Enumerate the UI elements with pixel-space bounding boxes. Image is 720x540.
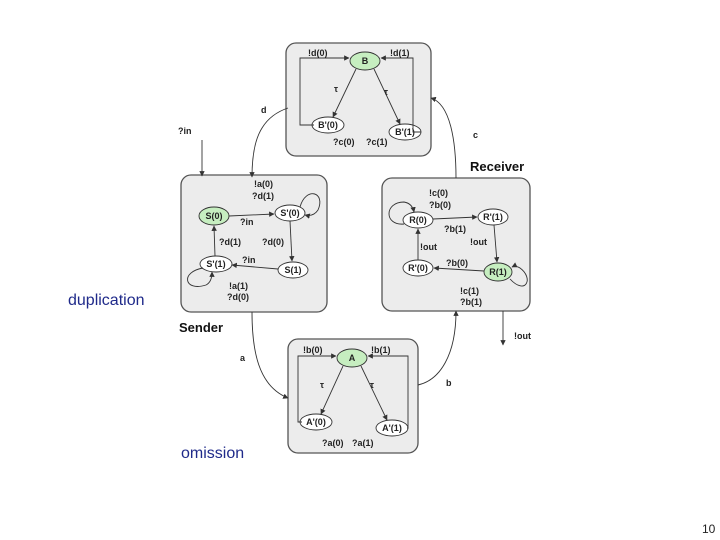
s-s1p-to-s0-arrow	[211, 225, 217, 257]
a-tau-left-arrow	[320, 365, 344, 415]
receiver-box	[381, 177, 531, 312]
state-a-initial	[336, 348, 368, 368]
b-tau-right-label: τ	[384, 87, 388, 97]
edge-b-label: b	[446, 378, 452, 388]
r-in-b0-mid-label: ?b(0)	[446, 258, 468, 268]
r-out-c0-label: !c(0)	[429, 188, 448, 198]
s-in-d1-label: ?d(1)	[252, 191, 274, 201]
edge-b	[417, 310, 459, 386]
s-in-d1-left-label: ?d(1)	[219, 237, 241, 247]
b-in0-label: ?c(0)	[333, 137, 355, 147]
state-r1p	[477, 208, 509, 226]
a-out1-label: !b(1)	[371, 345, 391, 355]
edge-a	[251, 311, 289, 399]
s-s0p-to-s1-arrow	[289, 220, 295, 262]
r-r0-selfloop	[388, 201, 416, 225]
r-out-c1-label: !c(1)	[460, 286, 479, 296]
s-in-top-label: ?in	[240, 217, 254, 227]
s-out-a1-label: !a(1)	[229, 281, 248, 291]
r-r1p-to-r1-arrow	[493, 224, 500, 263]
state-b-initial	[349, 51, 381, 71]
s-s1-to-s1p-arrow	[231, 262, 279, 270]
a-out0-label: !b(0)	[303, 345, 323, 355]
page-number: 10	[702, 522, 716, 536]
a-out0-arrow	[297, 353, 337, 423]
r-out-left-label: !out	[420, 242, 437, 252]
state-r0p-label: R'(0)	[408, 263, 428, 273]
s-in-d0-label: ?d(0)	[262, 237, 284, 247]
duplication-annotation: duplication	[68, 292, 145, 309]
edge-d-label: d	[261, 105, 267, 115]
r-in-b0-label: ?b(0)	[429, 200, 451, 210]
state-s1p-label: S'(1)	[206, 259, 225, 269]
edge-in-label: ?in	[178, 126, 192, 136]
a-tau-right-label: τ	[370, 380, 374, 390]
state-s0-label: S(0)	[205, 211, 222, 221]
s-s0-to-s0p-arrow	[228, 211, 275, 217]
a-in1-label: ?a(1)	[352, 438, 374, 448]
b-tau-right-arrow	[373, 68, 401, 125]
s-s1p-selfloop	[187, 267, 215, 287]
edge-c	[430, 96, 457, 179]
b-out1-label: !d(1)	[390, 48, 410, 58]
state-r1-label: R(1)	[489, 267, 507, 277]
b-out0-label: !d(0)	[308, 48, 328, 58]
state-r1-initial	[483, 262, 513, 282]
s-in-bottom-label: ?in	[242, 255, 256, 265]
a-tau-right-arrow	[360, 365, 388, 421]
state-r0-label: R(0)	[409, 215, 427, 225]
edge-d	[249, 107, 289, 178]
b-tau-left-label: τ	[334, 84, 338, 94]
receiver-title: Receiver	[470, 159, 524, 174]
r-r1-selfloop	[509, 262, 528, 287]
sender-title: Sender	[179, 320, 223, 335]
state-r0	[402, 211, 434, 229]
state-s0p-label: S'(0)	[280, 208, 299, 218]
r-in-b1-bottom-label: ?b(1)	[460, 297, 482, 307]
state-a1-label: A'(1)	[382, 423, 402, 433]
state-s1	[277, 261, 309, 279]
state-a0-label: A'(0)	[306, 417, 326, 427]
s-out-a0-label: !a(0)	[254, 179, 273, 189]
b-out0-arrow	[299, 55, 350, 126]
edge-a-label: a	[240, 353, 246, 363]
edge-c-label: c	[473, 130, 478, 140]
b-in1-label: ?c(1)	[366, 137, 388, 147]
s-s0p-selfloop	[299, 193, 321, 219]
r-r0-to-r1p-arrow	[432, 214, 478, 220]
a-in0-label: ?a(0)	[322, 438, 344, 448]
r-r1-to-r0p-arrow	[433, 265, 485, 272]
state-r1p-label: R'(1)	[483, 212, 503, 222]
state-a-label: A	[349, 353, 356, 363]
a-tau-left-label: τ	[320, 380, 324, 390]
r-out-right-label: !out	[470, 237, 487, 247]
b-tau-left-arrow	[332, 68, 357, 118]
b-out1-arrow	[380, 55, 421, 133]
edge-out-label: !out	[514, 331, 531, 341]
s-in-d0-bottom-label: ?d(0)	[227, 292, 249, 302]
state-b-label: B	[362, 56, 369, 66]
state-s1-label: S(1)	[284, 265, 301, 275]
r-in-b1-label: ?b(1)	[444, 224, 466, 234]
state-b0-label: B'(0)	[318, 120, 338, 130]
a-out1-arrow	[367, 353, 409, 429]
state-b1-label: B'(1)	[395, 127, 415, 137]
omission-annotation: omission	[181, 445, 245, 462]
